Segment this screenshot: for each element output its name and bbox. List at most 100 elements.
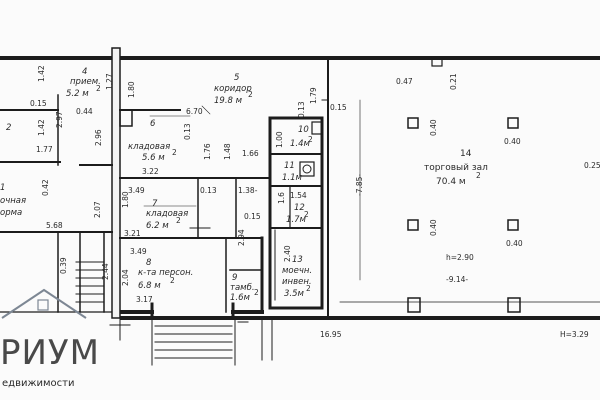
svg-text:2.40: 2.40 <box>283 245 292 262</box>
svg-text:2: 2 <box>248 90 253 99</box>
svg-text:2: 2 <box>172 148 177 157</box>
svg-text:1.42: 1.42 <box>37 119 46 136</box>
svg-text:3.49: 3.49 <box>128 186 145 195</box>
svg-text:0.44: 0.44 <box>76 107 93 116</box>
svg-text:3.5м: 3.5м <box>284 289 305 299</box>
room-11: 11 1.1м <box>282 161 303 183</box>
svg-text:1.6м: 1.6м <box>230 293 251 303</box>
svg-text:6.8 м: 6.8 м <box>138 281 161 291</box>
svg-text:0.21: 0.21 <box>449 73 458 90</box>
svg-text:0.40: 0.40 <box>504 137 521 146</box>
svg-text:7: 7 <box>152 199 158 209</box>
svg-text:2: 2 <box>96 84 101 93</box>
svg-text:кладовая: кладовая <box>146 209 188 219</box>
svg-text:моечн.: моечн. <box>282 266 312 276</box>
svg-text:1.48: 1.48 <box>223 143 232 160</box>
svg-text:14: 14 <box>460 149 472 159</box>
svg-text:H=3.29: H=3.29 <box>560 330 589 339</box>
svg-text:6: 6 <box>150 119 156 129</box>
svg-text:13: 13 <box>292 255 303 265</box>
svg-text:1.80: 1.80 <box>121 191 130 208</box>
svg-text:-9.14-: -9.14- <box>446 275 468 284</box>
svg-text:кладовая: кладовая <box>128 142 170 152</box>
svg-text:1.7м: 1.7м <box>286 215 307 225</box>
svg-text:6.2 м: 6.2 м <box>146 221 169 231</box>
svg-text:1.66: 1.66 <box>242 149 259 158</box>
svg-text:2: 2 <box>476 171 481 180</box>
room-8-personal: 8 к-та персон. 6.8 м 2 <box>138 258 193 291</box>
svg-text:2: 2 <box>176 216 181 225</box>
svg-text:1: 1 <box>0 183 5 193</box>
svg-text:6.70: 6.70 <box>186 107 203 116</box>
svg-text:1.1м: 1.1м <box>282 173 303 183</box>
svg-text:0.42: 0.42 <box>41 179 50 196</box>
svg-text:2.44: 2.44 <box>101 263 110 280</box>
svg-text:0.15: 0.15 <box>330 103 347 112</box>
svg-text:2: 2 <box>308 135 313 144</box>
svg-text:0.40: 0.40 <box>506 239 523 248</box>
left-rooms: очная орма 2 1 <box>0 123 26 218</box>
svg-text:4: 4 <box>82 67 87 77</box>
svg-text:1.6: 1.6 <box>277 192 286 204</box>
room-4-priem: 4 прием. 5.2 м 2 <box>66 67 101 99</box>
room-5-koridor: 5 коридор 19.8 м 2 <box>214 73 253 106</box>
room-12: 12 1.7м 2 <box>286 203 309 225</box>
svg-text:инвен.: инвен. <box>282 277 312 287</box>
room-14-torgoviy-zal: 14 торговый зал 70.4 м 2 <box>424 149 488 187</box>
svg-text:коридор: коридор <box>214 84 252 94</box>
svg-text:70.4 м: 70.4 м <box>436 177 466 187</box>
svg-text:1.00: 1.00 <box>275 131 284 148</box>
svg-text:h=2.90: h=2.90 <box>446 253 474 262</box>
svg-text:2.07: 2.07 <box>93 201 102 218</box>
svg-text:2.97: 2.97 <box>55 111 64 128</box>
svg-text:1.76: 1.76 <box>203 143 212 160</box>
svg-text:5.6 м: 5.6 м <box>142 153 165 163</box>
svg-text:2.96: 2.96 <box>94 129 103 146</box>
svg-text:2.94: 2.94 <box>237 229 246 246</box>
svg-text:1.54: 1.54 <box>290 191 307 200</box>
svg-text:0.15: 0.15 <box>244 212 261 221</box>
house-icon <box>1 288 87 319</box>
room-10: 10 1.4м 2 <box>290 125 313 149</box>
svg-text:1.27: 1.27 <box>105 73 114 90</box>
svg-text:2: 2 <box>306 284 311 293</box>
svg-text:0.47: 0.47 <box>396 77 413 86</box>
svg-text:0.13: 0.13 <box>200 186 217 195</box>
svg-text:0.39: 0.39 <box>59 257 68 274</box>
room-6-kladovaya: 6 кладовая 5.6 м 2 <box>128 119 177 163</box>
room-7-kladovaya: 7 кладовая 6.2 м 2 <box>146 199 188 231</box>
svg-text:0.13: 0.13 <box>297 101 306 118</box>
svg-text:к-та персон.: к-та персон. <box>138 268 193 278</box>
svg-text:1.79: 1.79 <box>309 87 318 104</box>
svg-text:2: 2 <box>304 210 309 219</box>
svg-text:едвижимости: едвижимости <box>2 378 74 389</box>
left-wall <box>111 47 121 319</box>
svg-text:2: 2 <box>6 123 11 133</box>
room-9-tambur: 9 тамб. 1.6м 2 <box>230 273 259 303</box>
svg-text:8: 8 <box>146 258 152 268</box>
svg-text:1.77: 1.77 <box>36 145 53 154</box>
svg-text:12: 12 <box>294 203 305 213</box>
svg-text:3.17: 3.17 <box>136 295 153 304</box>
svg-text:1.42: 1.42 <box>37 65 46 82</box>
svg-text:19.8 м: 19.8 м <box>214 96 243 106</box>
svg-text:0.25: 0.25 <box>584 161 600 170</box>
svg-text:0.40: 0.40 <box>429 219 438 236</box>
svg-text:9: 9 <box>232 273 237 283</box>
svg-text:1.80: 1.80 <box>127 81 136 98</box>
svg-text:2: 2 <box>254 288 259 297</box>
svg-text:2.04: 2.04 <box>121 269 130 286</box>
dimension-labels: 1.42 1.42 0.15 2.97 0.44 1.27 1.80 1.77 … <box>30 65 600 339</box>
svg-text:РИУМ: РИУМ <box>0 333 100 373</box>
svg-text:2: 2 <box>170 276 175 285</box>
svg-text:0.15: 0.15 <box>30 99 47 108</box>
svg-text:3.22: 3.22 <box>142 167 159 176</box>
svg-text:0.13: 0.13 <box>183 123 192 140</box>
svg-text:1.4м: 1.4м <box>290 139 311 149</box>
svg-text:торговый зал: торговый зал <box>424 163 488 173</box>
svg-text:5: 5 <box>234 73 239 83</box>
svg-text:0.40: 0.40 <box>429 119 438 136</box>
svg-text:3.49: 3.49 <box>130 247 147 256</box>
svg-text:5.2 м: 5.2 м <box>66 89 89 99</box>
